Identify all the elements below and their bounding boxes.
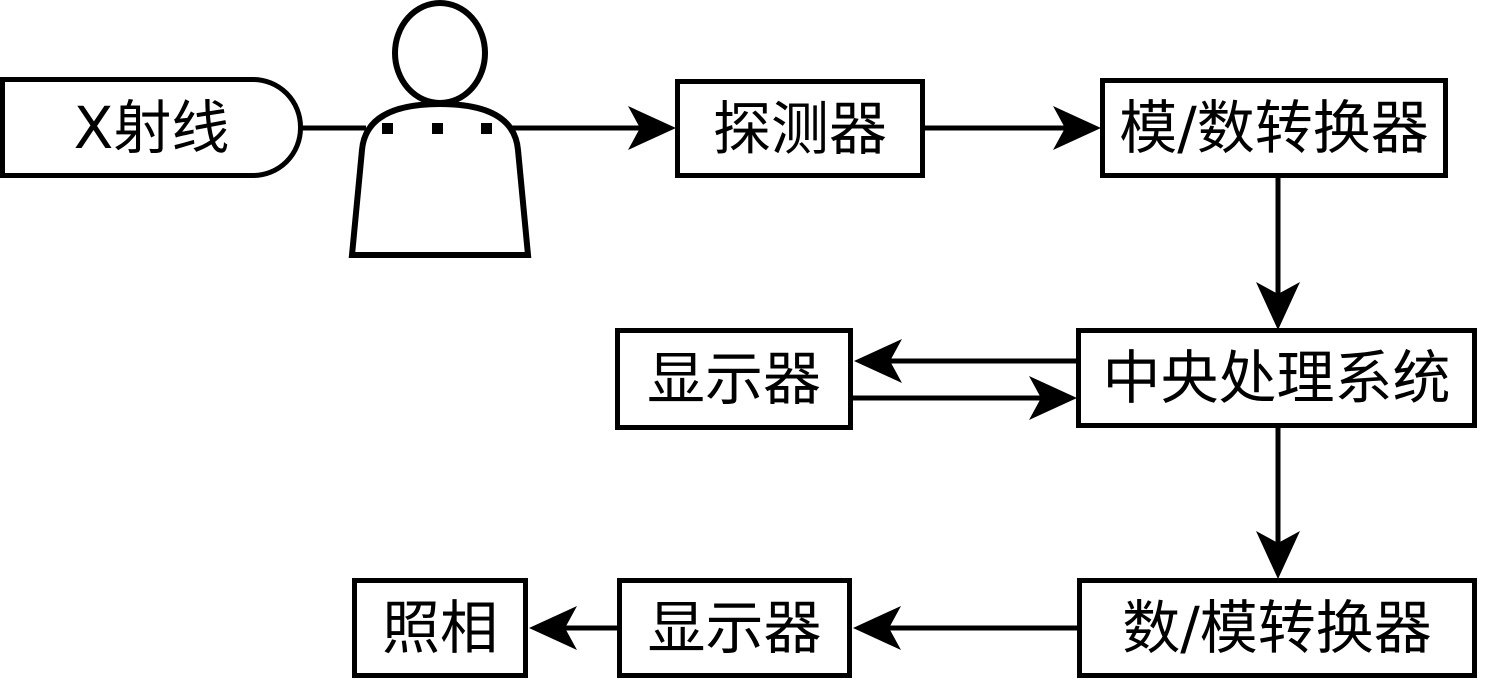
node-xray: X射线	[0, 77, 303, 178]
arrow-display-main-to-cpu	[851, 376, 1077, 420]
node-detector: 探测器	[675, 79, 925, 178]
beam-dot-1	[382, 123, 393, 134]
node-photo-label: 照相	[381, 594, 498, 662]
node-detector-label: 探测器	[712, 94, 887, 163]
arrow-cpu-to-dac	[1256, 426, 1300, 579]
node-display-output-label: 显示器	[647, 594, 822, 662]
xray-dots-through-patient	[382, 123, 492, 134]
arrow-cpu-to-display-main	[854, 339, 1078, 383]
arrow-detector-to-adc	[923, 106, 1101, 150]
patient-head	[392, 0, 488, 106]
node-dac-label: 数/模转换器	[1122, 594, 1432, 662]
beam-dot-3	[481, 123, 492, 134]
node-dac: 数/模转换器	[1077, 578, 1477, 678]
node-display-main-label: 显示器	[646, 345, 821, 413]
node-photo: 照相	[352, 578, 528, 678]
arrow-patient-to-detector	[511, 106, 676, 150]
node-display-output: 显示器	[617, 578, 852, 678]
beam-dot-2	[432, 123, 443, 134]
arrow-adc-to-cpu	[1256, 175, 1300, 330]
patient-icon	[348, 0, 532, 258]
node-adc-label: 模/数转换器	[1119, 94, 1429, 162]
node-adc: 模/数转换器	[1100, 78, 1448, 178]
arrow-dac-to-display-output	[853, 606, 1079, 650]
node-cpu: 中央处理系统	[1076, 328, 1477, 428]
node-cpu-label: 中央处理系统	[1102, 344, 1451, 412]
arrow-display-output-to-photo	[529, 606, 619, 650]
node-display-main: 显示器	[615, 328, 853, 430]
node-xray-label: X射线	[73, 93, 230, 162]
patient-body	[348, 100, 532, 258]
